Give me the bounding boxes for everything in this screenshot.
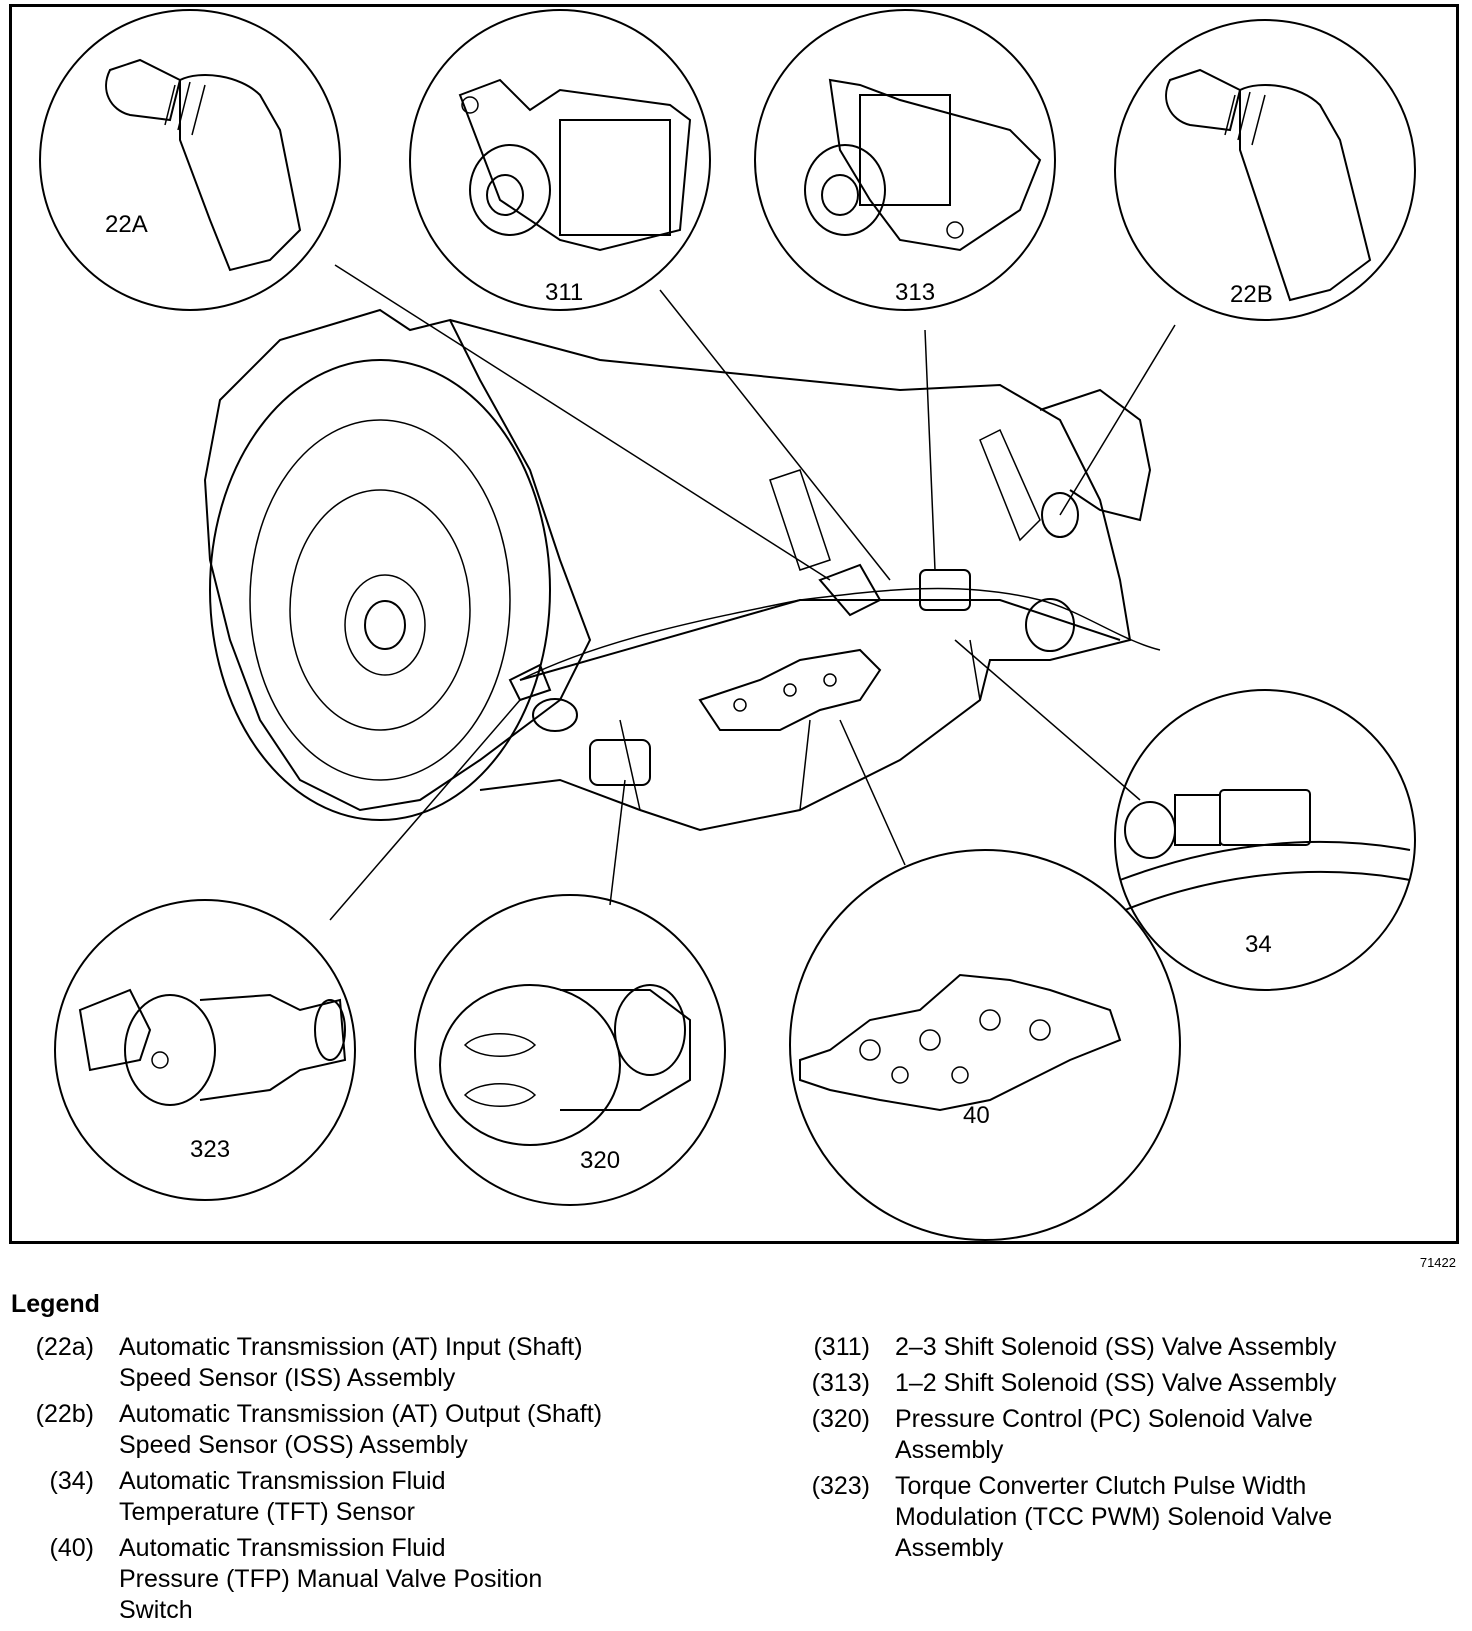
detail-34: [1114, 689, 1416, 991]
callout-313: 313: [895, 279, 935, 306]
legend-description: Automatic Transmission (AT) Output (Shaf…: [119, 1399, 602, 1461]
legend-line: Automatic Transmission Fluid: [119, 1534, 446, 1562]
legend-description: 1–2 Shift Solenoid (SS) Valve Assembly: [895, 1368, 1336, 1399]
legend-item-22a: (22a) Automatic Transmission (AT) Input …: [8, 1332, 602, 1394]
figure-number: 71422: [1419, 1255, 1456, 1270]
callout-311: 311: [545, 279, 583, 306]
legend-line: Torque Converter Clutch Pulse Width: [895, 1472, 1307, 1500]
detail-40: [789, 849, 1181, 1241]
legend-code: (22a): [35, 1333, 94, 1361]
callout-323: 323: [190, 1136, 230, 1163]
legend-code: (313): [811, 1369, 870, 1397]
legend-line: Modulation (TCC PWM) Solenoid Valve: [895, 1503, 1333, 1531]
legend-description: Torque Converter Clutch Pulse Width Modu…: [895, 1471, 1332, 1564]
callout-34: 34: [1245, 931, 1272, 958]
legend-code: (34): [49, 1467, 94, 1495]
legend-code: (40): [49, 1534, 94, 1562]
legend-line: Switch: [119, 1596, 193, 1624]
legend-line: Automatic Transmission (AT) Output (Shaf…: [119, 1400, 603, 1428]
legend-item-40: (40) Automatic Transmission Fluid Pressu…: [8, 1533, 602, 1626]
callout-22A: 22A: [105, 211, 148, 238]
legend-description: Automatic Transmission Fluid Pressure (T…: [119, 1533, 542, 1626]
legend-item-313: (313) 1–2 Shift Solenoid (SS) Valve Asse…: [784, 1368, 1337, 1399]
legend-item-323: (323) Torque Converter Clutch Pulse Widt…: [784, 1471, 1336, 1564]
legend-line: 1–2 Shift Solenoid (SS) Valve Assembly: [895, 1369, 1337, 1397]
legend-line: Temperature (TFT) Sensor: [119, 1498, 415, 1526]
legend-title: Legend: [11, 1290, 100, 1318]
legend-line: Automatic Transmission Fluid: [119, 1467, 446, 1495]
legend-item-311: (311) 2–3 Shift Solenoid (SS) Valve Asse…: [784, 1332, 1336, 1363]
detail-311: [409, 9, 711, 311]
callout-320: 320: [580, 1147, 620, 1174]
legend-description: Automatic Transmission (AT) Input (Shaft…: [119, 1332, 583, 1394]
leader-lines: [329, 264, 1176, 921]
legend-line: Assembly: [895, 1436, 1004, 1464]
transmission-illustration: [203, 308, 1161, 832]
detail-320: [414, 894, 726, 1206]
legend-line: Pressure (TFP) Manual Valve Position: [119, 1565, 543, 1593]
detail-22A: [39, 9, 341, 311]
callout-22B: 22B: [1230, 281, 1273, 308]
transmission-diagram: 22A 311 313 22B 34 40 320 323: [39, 9, 1416, 1241]
legend-line: Speed Sensor (OSS) Assembly: [119, 1431, 468, 1459]
legend-line: Automatic Transmission (AT) Input (Shaft…: [119, 1333, 583, 1361]
legend-description: Automatic Transmission Fluid Temperature…: [119, 1466, 446, 1528]
legend-left-column: (22a) Automatic Transmission (AT) Input …: [8, 1332, 602, 1631]
legend-code: (323): [811, 1472, 870, 1500]
legend-code: (311): [813, 1333, 870, 1361]
legend-description: 2–3 Shift Solenoid (SS) Valve Assembly: [895, 1332, 1336, 1363]
legend-line: Pressure Control (PC) Solenoid Valve: [895, 1405, 1313, 1433]
detail-323: [54, 899, 356, 1201]
legend-item-22b: (22b) Automatic Transmission (AT) Output…: [8, 1399, 602, 1461]
legend-line: Assembly: [895, 1534, 1004, 1562]
callout-40: 40: [963, 1102, 990, 1129]
detail-22B: [1114, 19, 1416, 321]
legend-code: (22b): [35, 1400, 94, 1428]
legend-description: Pressure Control (PC) Solenoid Valve Ass…: [895, 1404, 1313, 1466]
legend-item-320: (320) Pressure Control (PC) Solenoid Val…: [784, 1404, 1336, 1466]
legend-code: (320): [811, 1405, 870, 1433]
detail-313: [754, 9, 1056, 311]
legend-line: 2–3 Shift Solenoid (SS) Valve Assembly: [895, 1333, 1337, 1361]
legend-item-34: (34) Automatic Transmission Fluid Temper…: [8, 1466, 602, 1528]
legend-right-column: (311) 2–3 Shift Solenoid (SS) Valve Asse…: [784, 1332, 1337, 1569]
legend-line: Speed Sensor (ISS) Assembly: [119, 1364, 456, 1392]
